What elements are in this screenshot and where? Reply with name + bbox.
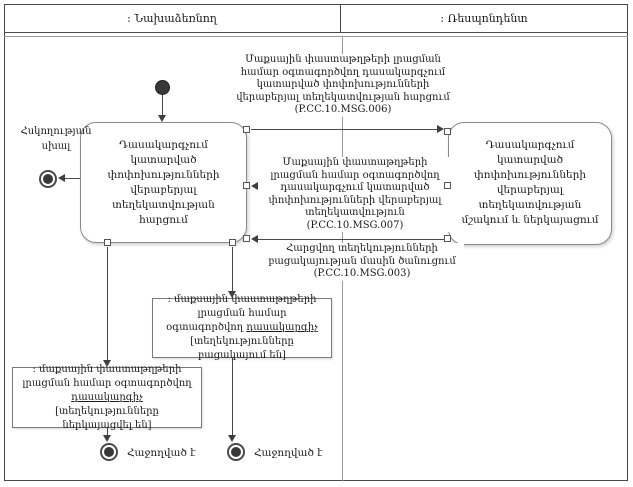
final-node-right xyxy=(227,443,245,461)
arrow-head-final-left xyxy=(103,435,111,442)
object-presented-name: դասակարգիչ xyxy=(71,391,143,403)
diagram-frame xyxy=(4,4,628,481)
object-missing-name: դասակարգիչ xyxy=(246,322,318,333)
arrow-head-007 xyxy=(251,182,258,190)
message-line-003 xyxy=(258,239,444,240)
arrow-head-error xyxy=(58,174,65,182)
connector-pin xyxy=(444,128,451,135)
connector-pin xyxy=(243,235,250,242)
flow-line-final-left xyxy=(107,428,108,436)
activity-request-info: Դասակարգչում կատարված փոփոխությունների վ… xyxy=(80,122,247,243)
lane-header-respondent-label: : Ռեսպոնդենտ xyxy=(440,11,528,25)
object-box-missing: : մաքսային փաստաթղթերի լրացման համար օգտ… xyxy=(152,294,332,361)
final-node-left xyxy=(100,443,118,461)
arrow-head-final-right xyxy=(228,435,236,442)
activity-process-info-label: Դասակարգչում կատարված փոփոխությունների վ… xyxy=(461,139,599,226)
object-presented-name-prefix: : մաքսային փաստաթղթերի լրացման համար օգտ… xyxy=(22,363,192,389)
object-box-presented-state: [տեղեկությունները ներկայացվել են] xyxy=(55,405,159,431)
initial-node xyxy=(155,80,170,95)
flow-line-to-missing xyxy=(232,247,233,291)
arrow-head-006 xyxy=(437,125,444,133)
arrow-head-start xyxy=(158,115,166,122)
message-label-007: Մաքսային փաստաթղթերի լրացման համար օգտագ… xyxy=(258,157,452,232)
activity-process-info: Դասակարգչում կատարված փոփոխությունների վ… xyxy=(448,122,612,245)
final-node-right-dot xyxy=(231,447,241,457)
object-box-presented: : մաքսային փաստաթղթերի լրացման համար օգտ… xyxy=(12,364,202,431)
object-box-missing-name: : մաքսային փաստաթղթերի լրացման համար օգտ… xyxy=(161,293,323,335)
message-label-003: Հարցվող տեղեկությունների բացակայության մ… xyxy=(260,243,464,281)
connector-pin xyxy=(444,182,451,189)
arrow-head-003 xyxy=(251,235,258,243)
activity-request-info-label: Դասակարգչում կատարված փոփոխությունների վ… xyxy=(107,138,220,226)
final-node-left-dot xyxy=(104,447,114,457)
flow-line-start xyxy=(162,95,163,116)
connector-pin xyxy=(229,239,236,246)
message-label-006: Մաքսային փաստաթղթերի լրացման համար օգտագ… xyxy=(236,54,450,117)
flow-line-final-right xyxy=(232,358,233,435)
connector-pin xyxy=(444,235,451,242)
object-missing-name-prefix: : մաքսային փաստաթղթերի լրացման համար օգտ… xyxy=(166,294,317,333)
error-final-node xyxy=(39,170,57,188)
error-flow-line xyxy=(65,178,80,179)
success-label-right: Հաջողված է xyxy=(254,447,323,459)
arrow-head-to-missing xyxy=(228,291,236,298)
success-label-left: Հաջողված է xyxy=(127,447,196,459)
body-top-line xyxy=(4,36,628,37)
lane-header-divider xyxy=(340,4,341,33)
connector-pin xyxy=(104,239,111,246)
lane-header-row: : Նախաձեռնող : Ռեսպոնդենտ xyxy=(4,4,628,33)
lane-header-respondent: : Ռեսպոնդենտ xyxy=(340,4,628,32)
connector-pin xyxy=(243,182,250,189)
flow-line-to-presented xyxy=(107,247,108,360)
control-error-label: Հսկողության սխալ xyxy=(20,126,92,152)
object-box-missing-state: [տեղեկությունները բացակայում են] xyxy=(190,336,294,361)
lane-header-initiator: : Նախաձեռնող xyxy=(4,4,340,32)
lane-header-initiator-label: : Նախաձեռնող xyxy=(127,11,217,25)
error-final-node-dot xyxy=(43,174,53,184)
arrow-head-to-presented xyxy=(103,360,111,367)
connector-pin xyxy=(243,126,250,133)
message-line-006 xyxy=(251,129,437,130)
object-box-presented-name: : մաքսային փաստաթղթերի լրացման համար օգտ… xyxy=(21,363,193,405)
